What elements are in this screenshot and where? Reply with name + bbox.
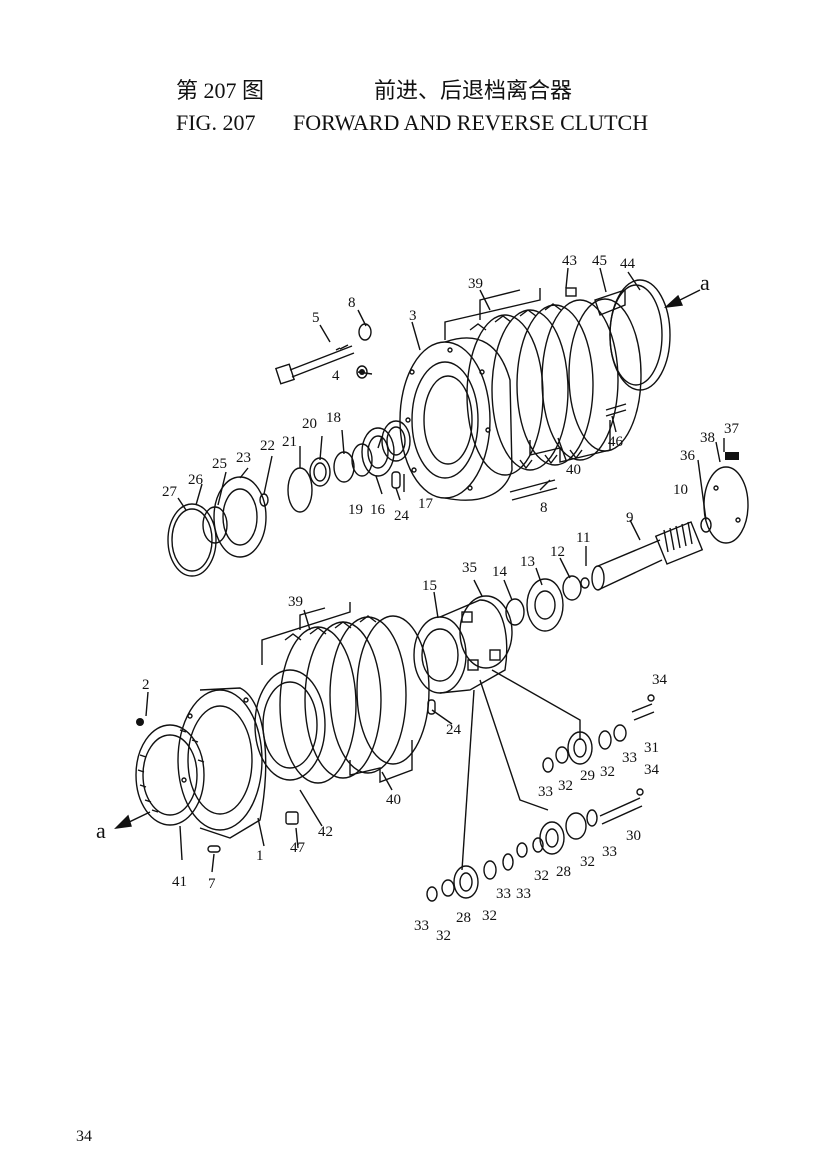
clutch-plates-lower xyxy=(279,615,430,784)
callout-33: 33 xyxy=(622,750,637,766)
callout-46: 46 xyxy=(608,434,624,450)
callout-13: 13 xyxy=(520,554,535,570)
callout-30: 30 xyxy=(626,828,641,844)
callout-11: 11 xyxy=(576,530,590,546)
callout-8b: 8 xyxy=(540,500,548,516)
ring-gear-part xyxy=(135,724,205,826)
figure-title-cn: 前进、后退档离合器 xyxy=(374,78,573,103)
clutch-housing-lower xyxy=(177,687,267,839)
callout-12: 12 xyxy=(550,544,565,560)
callout-3: 3 xyxy=(409,308,417,324)
view-marker-a-lower: a xyxy=(96,818,106,843)
callout-32f: 32 xyxy=(436,928,451,944)
clutch-housing-upper xyxy=(399,337,513,501)
callout-36: 36 xyxy=(680,448,696,464)
callout-32c: 32 xyxy=(580,854,595,870)
figure-number-en: FIG. 207 xyxy=(176,110,256,135)
callout-33d: 33 xyxy=(516,886,531,902)
callout-33e: 33 xyxy=(496,886,511,902)
callout-40b: 40 xyxy=(386,792,401,808)
callout-35: 35 xyxy=(462,560,477,576)
page-number: 34 xyxy=(76,1128,92,1145)
callout-14: 14 xyxy=(492,564,508,580)
callout-8: 8 xyxy=(348,295,356,311)
callout-33b: 33 xyxy=(538,784,553,800)
callout-39: 39 xyxy=(468,276,483,292)
callout-10: 10 xyxy=(673,482,688,498)
callout-31: 31 xyxy=(644,740,659,756)
callout-47: 47 xyxy=(290,840,306,856)
callout-9: 9 xyxy=(626,510,634,526)
shaft-part xyxy=(591,521,704,591)
planet-carrier-part xyxy=(413,595,513,694)
callout-16: 16 xyxy=(370,502,386,518)
callout-34b: 34 xyxy=(644,762,660,778)
callout-15: 15 xyxy=(422,578,437,594)
callout-37: 37 xyxy=(724,421,740,437)
callout-42: 42 xyxy=(318,824,333,840)
callout-20: 20 xyxy=(302,416,317,432)
callout-44: 44 xyxy=(620,256,636,272)
callout-38: 38 xyxy=(700,430,715,446)
nut-part xyxy=(356,365,368,379)
callout-33f: 33 xyxy=(414,918,429,934)
callout-41: 41 xyxy=(172,874,187,890)
callout-21: 21 xyxy=(282,434,297,450)
callout-43: 43 xyxy=(562,253,577,269)
callout-32d: 32 xyxy=(534,868,549,884)
view-marker-a-upper: a xyxy=(700,270,710,295)
callout-23: 23 xyxy=(236,450,251,466)
callout-17: 17 xyxy=(418,496,434,512)
callout-32b: 32 xyxy=(558,778,573,794)
figure-title-en: FORWARD AND REVERSE CLUTCH xyxy=(293,110,649,135)
callout-39b: 39 xyxy=(288,594,303,610)
callout-28b: 28 xyxy=(456,910,471,926)
callout-27: 27 xyxy=(162,484,178,500)
callout-26: 26 xyxy=(188,472,204,488)
figure-number-cn: 第 207 图 xyxy=(176,78,265,103)
end-plate-part xyxy=(703,466,749,544)
callout-32: 32 xyxy=(600,764,615,780)
callout-28: 28 xyxy=(556,864,571,880)
callout-24: 24 xyxy=(394,508,410,524)
callout-45: 45 xyxy=(592,253,607,269)
callout-1: 1 xyxy=(256,848,264,864)
callout-18: 18 xyxy=(326,410,341,426)
bolt-part xyxy=(274,344,355,385)
callout-24b: 24 xyxy=(446,722,462,738)
callout-5: 5 xyxy=(312,310,320,326)
callout-2: 2 xyxy=(142,677,150,693)
callout-32e: 32 xyxy=(482,908,497,924)
callout-34: 34 xyxy=(652,672,668,688)
callout-29: 29 xyxy=(580,768,595,784)
washer-part xyxy=(358,323,372,341)
callout-19: 19 xyxy=(348,502,363,518)
callout-40: 40 xyxy=(566,462,581,478)
callout-7: 7 xyxy=(208,876,216,892)
gear-part xyxy=(526,578,564,632)
callout-25: 25 xyxy=(212,456,227,472)
callout-22: 22 xyxy=(260,438,275,454)
callout-33c: 33 xyxy=(602,844,617,860)
callout-4: 4 xyxy=(332,368,340,384)
